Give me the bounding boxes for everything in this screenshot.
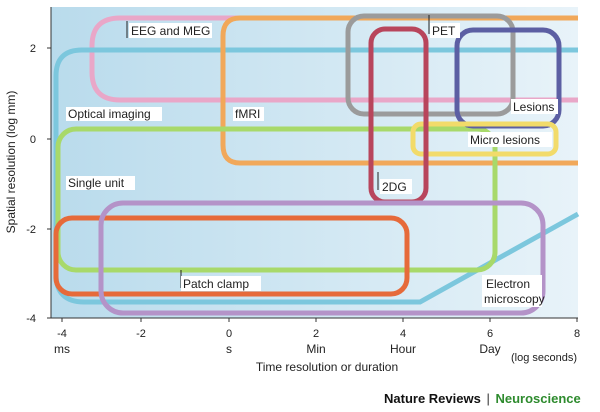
pet-label: PET <box>432 24 456 38</box>
fmri-label: fMRI <box>235 107 260 121</box>
y-tick-label: -4 <box>26 313 36 325</box>
x-unit-label: (log seconds) <box>511 352 577 364</box>
label-background <box>233 107 264 121</box>
x-tick-label: -4 <box>57 328 67 340</box>
label-background <box>430 23 460 38</box>
time-label-hour: Hour <box>390 342 416 356</box>
single-unit-region <box>55 126 498 273</box>
fmri-region <box>220 15 578 166</box>
2dg-label: 2DG <box>382 180 407 194</box>
x-tick-label: 2 <box>313 328 319 340</box>
x-tick-label: 8 <box>574 328 580 340</box>
y-axis-title: Spatial resolution (log mm) <box>4 91 18 234</box>
lesions-label: Lesions <box>513 100 554 114</box>
optical-imaging-label: Optical imaging <box>68 107 151 121</box>
time-label-ms: ms <box>54 342 70 356</box>
single-unit-label: Single unit <box>68 176 125 190</box>
electron-microscopy-label: Electron microscopy <box>484 277 545 306</box>
label-background <box>66 107 162 121</box>
credit-separator: | <box>486 391 490 406</box>
x-tick-label: 4 <box>400 328 406 340</box>
electron-microscopy-line-2: microscopy <box>484 292 545 306</box>
micro-lesions-region <box>410 121 559 157</box>
journal-section: Neuroscience <box>495 391 581 406</box>
electron-microscopy-line-1: Electron <box>486 277 530 291</box>
y-tick-label: -2 <box>26 224 36 236</box>
label-background <box>468 132 552 147</box>
electron-microscopy-region <box>98 200 546 316</box>
x-axis-title: Time resolution or duration <box>256 360 398 374</box>
eeg-meg-label: EEG and MEG <box>131 24 210 38</box>
label-background <box>66 176 135 190</box>
label-background <box>181 276 261 291</box>
time-label-day: Day <box>479 342 500 356</box>
y-tick-label: 2 <box>30 43 36 55</box>
y-tick-label: 0 <box>30 134 36 146</box>
x-tick-label: -2 <box>136 328 146 340</box>
time-label-min: Min <box>306 342 325 356</box>
label-background <box>482 275 542 307</box>
label-background <box>380 179 412 194</box>
label-background <box>511 99 558 114</box>
x-tick-label: 6 <box>487 328 493 340</box>
journal-name: Nature Reviews <box>384 391 481 406</box>
journal-credit: Nature Reviews | Neuroscience <box>384 391 581 406</box>
patch-clamp-label: Patch clamp <box>183 277 249 291</box>
micro-lesions-label: Micro lesions <box>470 133 540 147</box>
label-background <box>129 23 212 38</box>
eeg-meg-region <box>89 15 578 103</box>
time-label-s: s <box>226 342 232 356</box>
patch-clamp-region <box>53 215 410 297</box>
x-tick-label: 0 <box>226 328 232 340</box>
pet-region <box>345 13 516 117</box>
